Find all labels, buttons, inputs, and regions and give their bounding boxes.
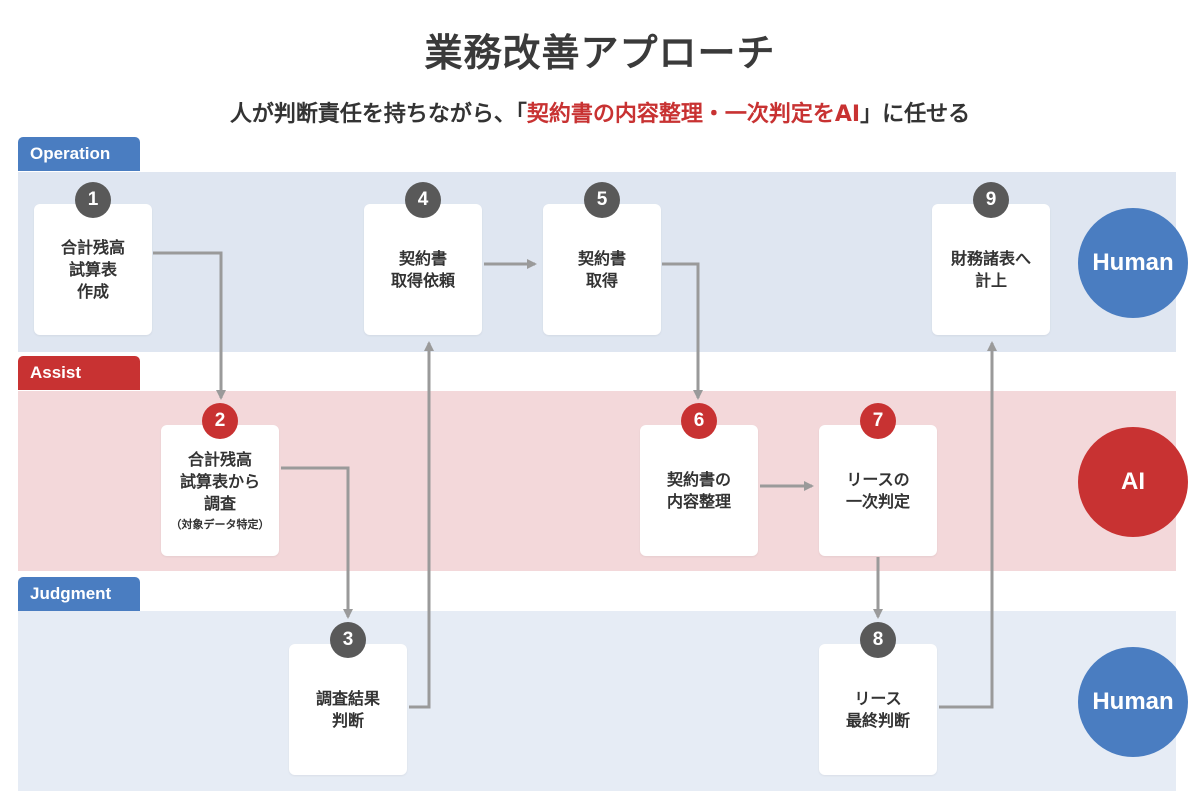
actor-human-judgment: Human — [1078, 647, 1188, 757]
step-text: 試算表から — [179, 471, 260, 491]
step-text: 合計残高 — [187, 449, 252, 469]
step-box-1: 合計残高 試算表 作成 — [34, 204, 152, 335]
step-number-8: 8 — [860, 622, 896, 658]
step-number-5: 5 — [584, 182, 620, 218]
arrow-3-to-4 — [409, 341, 434, 709]
step-text: 調査 — [203, 493, 236, 513]
step-text: 一次判定 — [845, 491, 910, 511]
diagram-subtitle: 人が判断責任を持ちながら、「契約書の内容整理・一次判定をAI」に任せる — [0, 96, 1200, 128]
step-text: 内容整理 — [666, 491, 731, 511]
step-box-5: 契約書 取得 — [543, 204, 661, 335]
step-number-2: 2 — [202, 403, 238, 439]
subtitle-suffix: 」に任せる — [860, 102, 971, 127]
subtitle-prefix: 人が判断責任を持ちながら、「 — [229, 102, 527, 127]
step-text: リースの — [846, 469, 910, 489]
actor-human-operation: Human — [1078, 208, 1188, 318]
step-note: （対象データ特定） — [170, 517, 270, 531]
step-text: 契約書の — [666, 469, 731, 489]
step-text: 計上 — [974, 270, 1007, 290]
diagram-title: 業務改善アプローチ — [424, 31, 776, 75]
judgment-lane — [18, 611, 1176, 791]
step-number-9: 9 — [973, 182, 1009, 218]
step-number-3: 3 — [330, 622, 366, 658]
judgment-lane-tab: Judgment — [18, 577, 140, 611]
step-text: 合計残高 — [60, 237, 125, 257]
step-text: 作成 — [76, 281, 109, 301]
step-box-3: 調査結果 判断 — [289, 644, 407, 775]
step-number-7: 7 — [860, 403, 896, 439]
step-text: 判断 — [331, 710, 364, 730]
subtitle-highlight: 契約書の内容整理・一次判定をAI — [526, 102, 861, 127]
step-box-8: リース 最終判断 — [819, 644, 937, 775]
step-text: 取得依頼 — [390, 270, 455, 290]
step-number-4: 4 — [405, 182, 441, 218]
step-text: 調査結果 — [315, 688, 380, 708]
step-text: 財務諸表へ — [950, 248, 1031, 268]
step-number-1: 1 — [75, 182, 111, 218]
step-text: 最終判断 — [845, 710, 910, 730]
step-box-2: 合計残高 試算表から 調査 （対象データ特定） — [161, 425, 279, 556]
step-box-7: リースの 一次判定 — [819, 425, 937, 556]
step-text: 試算表 — [68, 259, 117, 279]
arrow-5-to-6 — [662, 262, 703, 400]
step-text: 契約書 — [398, 248, 447, 268]
step-box-6: 契約書の 内容整理 — [640, 425, 758, 556]
step-number-6: 6 — [681, 403, 717, 439]
arrow-8-to-9 — [939, 341, 997, 709]
step-text: 契約書 — [577, 248, 626, 268]
step-box-9: 財務諸表へ 計上 — [932, 204, 1050, 335]
step-text: 取得 — [585, 270, 618, 290]
operation-lane-tab: Operation — [18, 137, 140, 171]
arrow-1-to-2 — [153, 251, 226, 400]
step-text: リース — [854, 688, 902, 708]
assist-lane-tab: Assist — [18, 356, 140, 390]
step-box-4: 契約書 取得依頼 — [364, 204, 482, 335]
arrow-2-to-3 — [281, 466, 353, 619]
actor-ai-assist: AI — [1078, 427, 1188, 537]
